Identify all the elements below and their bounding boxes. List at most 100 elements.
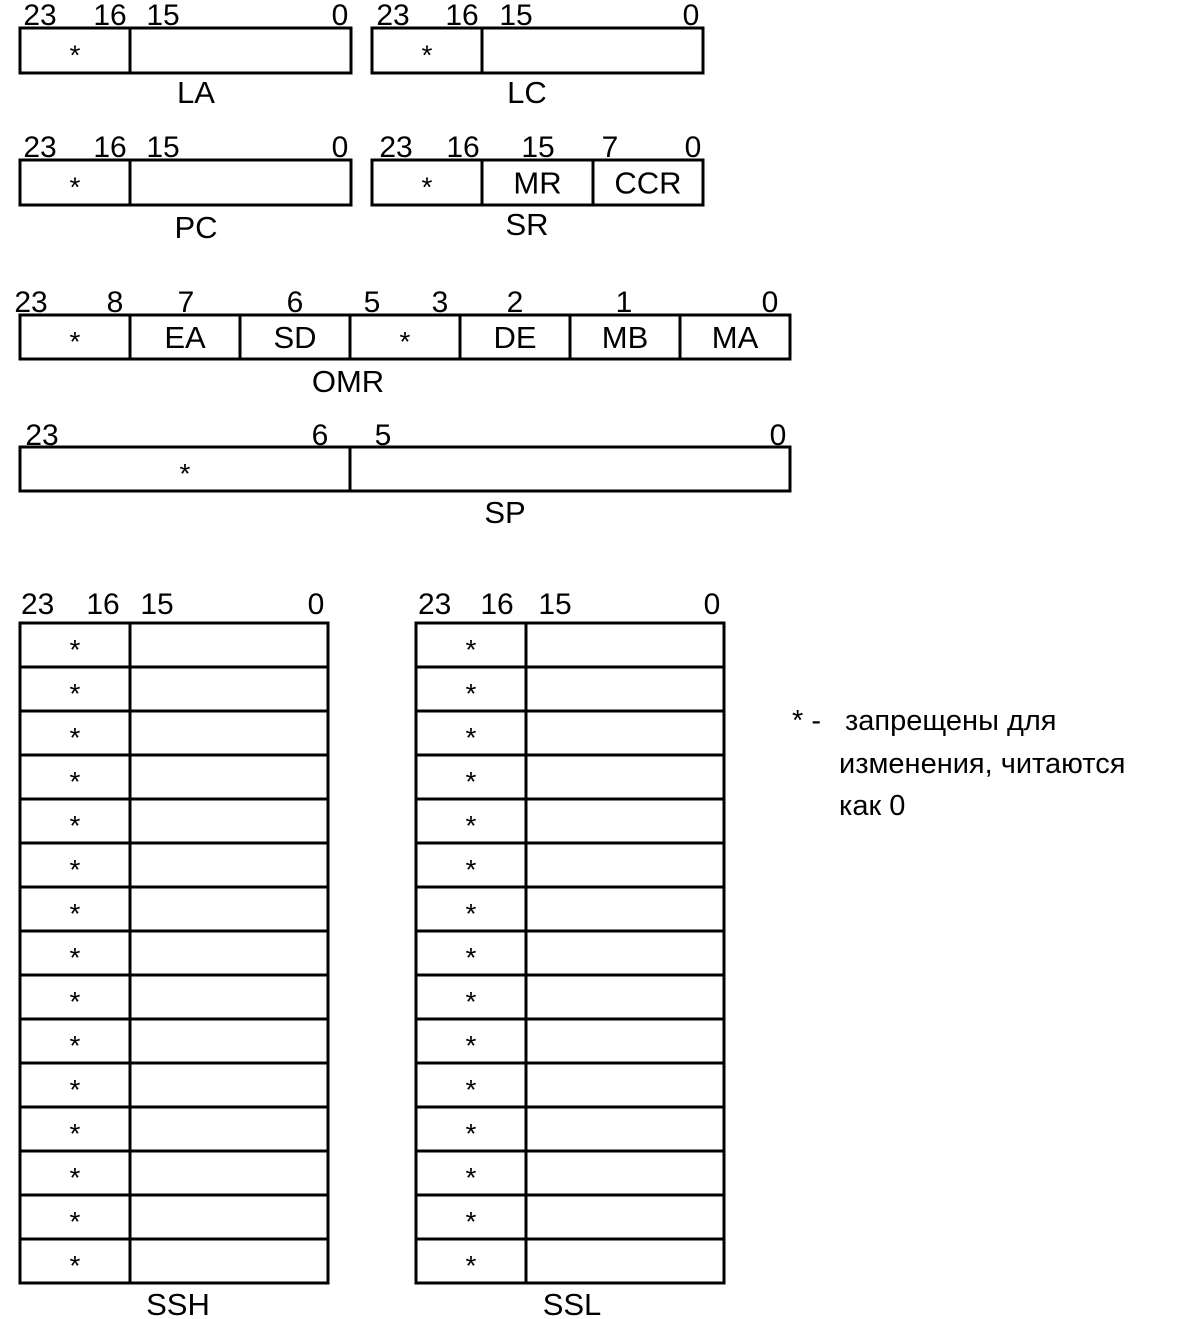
register-pc-name: PC [174, 210, 217, 245]
stack-ssh-row-13-marker: * [70, 1206, 81, 1237]
stack-ssh-row-6-marker: * [70, 898, 81, 929]
stack-ssl-row-4-marker: * [466, 810, 477, 841]
register-la-name: LA [177, 75, 215, 110]
register-sr-bit-7: 7 [602, 131, 619, 164]
register-omr-field-2: SD [273, 320, 316, 355]
stack-ssl-row-5-marker: * [466, 854, 477, 885]
stack-ssl-frame [414, 621, 726, 1285]
stack-ssl-row-6-marker: * [466, 898, 477, 929]
stack-ssh-row-5-marker: * [70, 854, 81, 885]
register-pc-bit-15: 15 [146, 131, 179, 164]
stack-ssh-bit-16: 16 [86, 588, 119, 621]
stack-ssh-row-1-marker: * [70, 678, 81, 709]
stack-ssh-bit-0: 0 [308, 588, 325, 621]
register-omr-bit-0: 0 [762, 286, 779, 319]
register-sp-bit-5: 5 [375, 419, 392, 452]
register-lc-bit-0: 0 [683, 0, 700, 32]
register-sp-field-0: * [180, 458, 191, 489]
stack-ssl-row-13-marker: * [466, 1206, 477, 1237]
stack-ssh-row-12-marker: * [70, 1162, 81, 1193]
stack-ssl-row-10-marker: * [466, 1074, 477, 1105]
legend-line-2: изменения, читаются [839, 748, 1125, 780]
stack-ssh-bit-15: 15 [140, 588, 173, 621]
stack-ssl-bit-23: 23 [418, 588, 451, 621]
register-sr-field-0: * [422, 172, 433, 203]
stack-ssh-row-11-marker: * [70, 1118, 81, 1149]
register-la-frame [18, 26, 353, 75]
legend-marker: * - [792, 705, 821, 737]
register-lc-name: LC [507, 75, 547, 110]
register-la-bit-15: 15 [146, 0, 179, 32]
register-lc-bit-16: 16 [445, 0, 478, 32]
stack-ssh-row-14-marker: * [70, 1250, 81, 1281]
stack-ssh-frame [18, 621, 330, 1285]
register-omr-bit-8: 8 [107, 286, 124, 319]
register-omr-bit-1: 1 [616, 286, 633, 319]
register-sp-frame [18, 445, 792, 493]
legend-line-1: запрещены для [845, 705, 1057, 737]
stack-ssl-row-8-marker: * [466, 986, 477, 1017]
stack-ssl-bit-16: 16 [480, 588, 513, 621]
stack-ssl-row-11-marker: * [466, 1118, 477, 1149]
stack-ssh-row-0-marker: * [70, 634, 81, 665]
stack-ssl-row-3-marker: * [466, 766, 477, 797]
register-omr-field-5: MB [602, 320, 649, 355]
register-omr-bit-2: 2 [507, 286, 524, 319]
stack-ssl-row-0-marker: * [466, 634, 477, 665]
register-lc-field-0: * [422, 40, 433, 71]
register-lc-bit-23: 23 [376, 0, 409, 32]
register-omr-frame [18, 313, 792, 361]
register-la-bit-0: 0 [332, 0, 349, 32]
register-omr-field-4: DE [493, 320, 536, 355]
register-sr-bit-23: 23 [379, 131, 412, 164]
register-omr-bit-3: 3 [432, 286, 449, 319]
stack-ssl-name: SSL [543, 1287, 602, 1319]
stack-ssh-row-7-marker: * [70, 942, 81, 973]
stack-ssh-row-8-marker: * [70, 986, 81, 1017]
register-omr-bit-7: 7 [178, 286, 195, 319]
stack-ssl-row-12-marker: * [466, 1162, 477, 1193]
stack-ssl-row-7-marker: * [466, 942, 477, 973]
register-omr-field-3: * [400, 326, 411, 357]
stack-ssh-row-10-marker: * [70, 1074, 81, 1105]
register-sr-field-2: CCR [614, 166, 681, 201]
register-sr-field-1: MR [513, 166, 561, 201]
register-omr-bit-6: 6 [287, 286, 304, 319]
register-omr-bit-5: 5 [364, 286, 381, 319]
stack-ssl-bit-0: 0 [704, 588, 721, 621]
stack-ssl-row-1-marker: * [466, 678, 477, 709]
register-omr-bit-23: 23 [14, 286, 47, 319]
register-lc: * 23 16 15 0LC [370, 0, 705, 110]
legend: * - запрещены для изменения, читаются ка… [792, 705, 1125, 822]
register-pc-bit-0: 0 [332, 131, 349, 164]
stack-ssl-row-14-marker: * [466, 1250, 477, 1281]
stack-ssh-row-9-marker: * [70, 1030, 81, 1061]
register-lc-bit-15: 15 [499, 0, 532, 32]
register-omr-field-1: EA [164, 320, 206, 355]
register-sr-bit-0: 0 [685, 131, 702, 164]
register-omr-field-0: * [70, 326, 81, 357]
register-pc-bit-23: 23 [23, 131, 56, 164]
stack-ssh-row-4-marker: * [70, 810, 81, 841]
stack-ssl-row-9-marker: * [466, 1030, 477, 1061]
stack-ssl-bit-15: 15 [538, 588, 571, 621]
register-sp-bit-6: 6 [312, 419, 329, 452]
stack-ssh-bit-23: 23 [21, 588, 54, 621]
stack-ssh-row-2-marker: * [70, 722, 81, 753]
register-la-bit-23: 23 [23, 0, 56, 32]
register-sr-frame [370, 158, 705, 207]
register-sp-bit-0: 0 [770, 419, 787, 452]
register-sp-name: SP [484, 495, 525, 530]
legend-line-3: как 0 [839, 790, 905, 822]
register-sr-bit-15: 15 [521, 131, 554, 164]
register-la-field-0: * [70, 40, 81, 71]
